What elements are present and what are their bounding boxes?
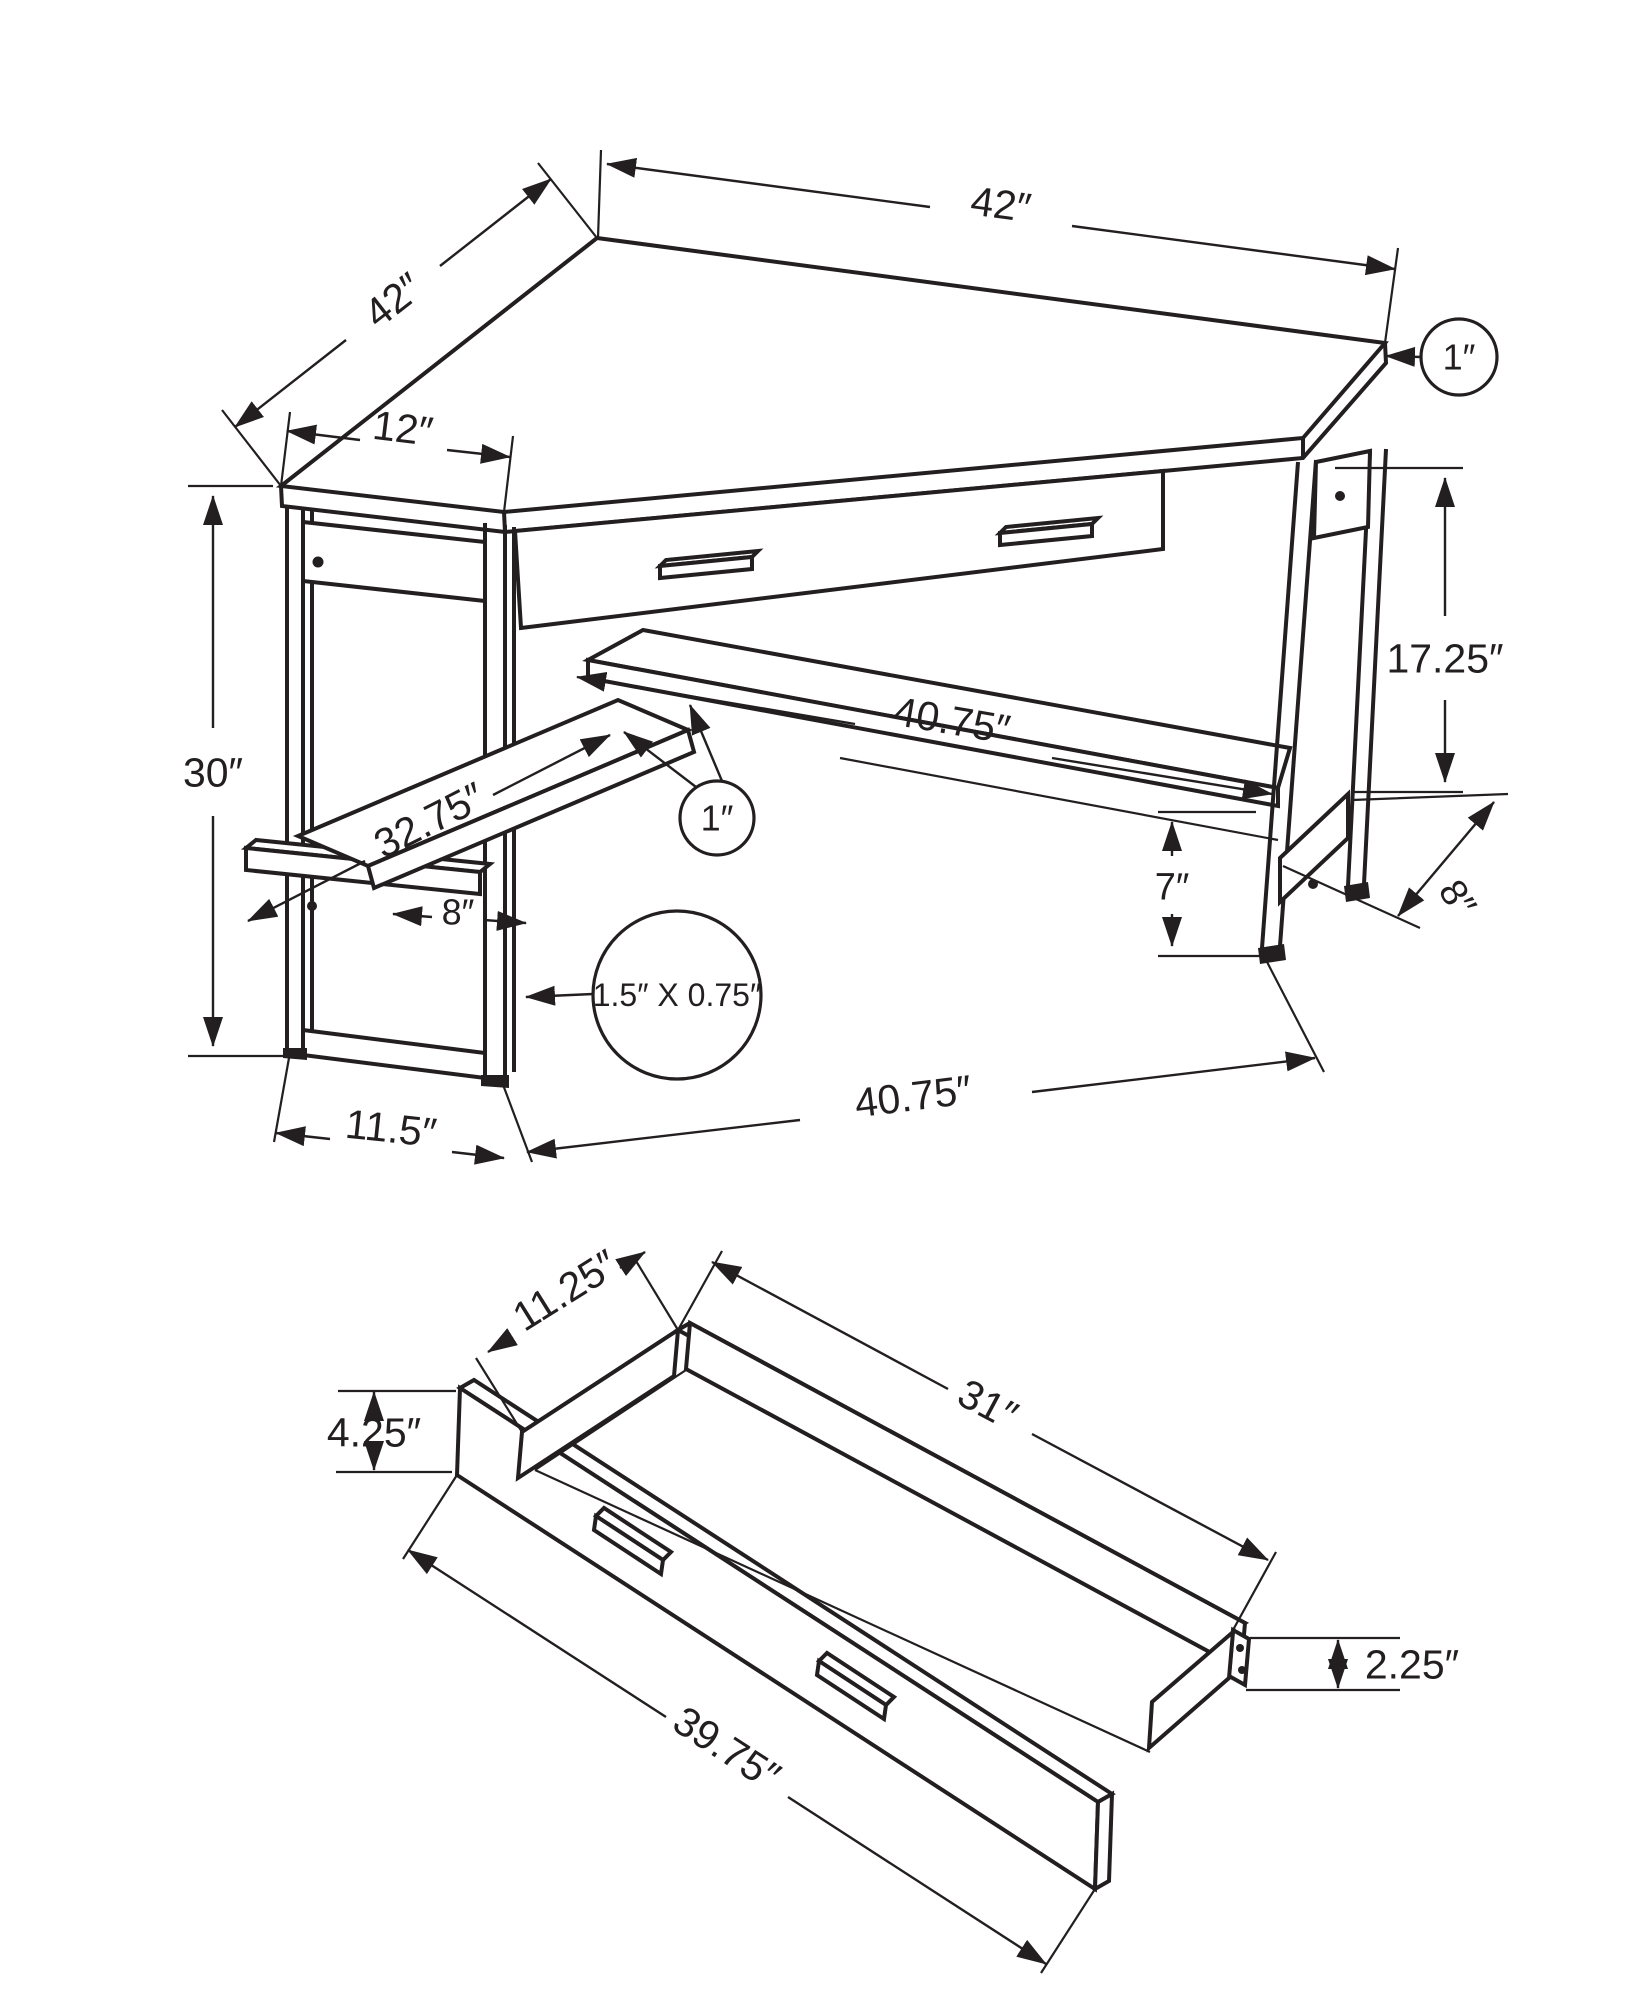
- callout-frame-profile: 1.5″ X 0.75″: [525, 909, 763, 1081]
- dim-shelf-to-floor: 7″: [1155, 866, 1190, 908]
- label-top-thickness: 1″: [1443, 337, 1476, 378]
- label-shelf-thickness: 1″: [701, 798, 734, 839]
- dim-base-span: 40.75″: [852, 1066, 974, 1126]
- dim-apron-to-shelf: 17.25″: [1386, 635, 1503, 681]
- dim-drawer-side-height: 2.25″: [1365, 1641, 1459, 1687]
- dim-group-drawer-side-height: 2.25″: [1246, 1636, 1459, 1692]
- dim-group-top-width: 42″: [596, 149, 1400, 344]
- dim-drawer-length: 31″: [950, 1370, 1025, 1439]
- dim-top-width: 42″: [968, 178, 1034, 232]
- dim-drawer-front-height: 4.25″: [327, 1409, 421, 1455]
- drawer-structure: [454, 1319, 1252, 1893]
- desk-structure: [240, 235, 1389, 1088]
- dim-top-side: 42″: [355, 264, 431, 337]
- desk-diagram: 42″ 42″ 12″ 1″ 17.25″: [183, 149, 1509, 1165]
- dim-group-left-shelf-depth: 8″: [392, 892, 527, 933]
- dim-height: 30″: [183, 749, 243, 795]
- dim-drawer-front-length: 39.75″: [665, 1697, 788, 1799]
- dim-group-corner-edge: 12″: [279, 402, 515, 513]
- dim-leg-footprint: 11.5″: [343, 1101, 439, 1156]
- dim-group-height: 30″: [183, 484, 302, 1058]
- dim-group-drawer-front-height: 4.25″: [327, 1389, 456, 1474]
- dim-group-apron-to-shelf: 17.25″: [1335, 466, 1504, 794]
- callout-top-thickness: 1″: [1385, 317, 1499, 397]
- drawer-diagram: 11.25″ 31″ 4.25″ 2.25″ 39.75: [327, 1241, 1459, 1974]
- callout-shelf-thickness: 1″: [623, 704, 756, 857]
- dim-corner-edge: 12″: [370, 402, 435, 455]
- dim-right-shelf-depth: 8″: [1430, 873, 1484, 925]
- label-frame-profile: 1.5″ X 0.75″: [593, 977, 762, 1013]
- dim-group-shelf-to-floor: 7″: [1155, 810, 1260, 958]
- dim-drawer-depth: 11.25″: [505, 1241, 626, 1340]
- dim-left-shelf-depth: 8″: [442, 892, 475, 933]
- dim-group-leg-footprint: 11.5″: [272, 1057, 505, 1165]
